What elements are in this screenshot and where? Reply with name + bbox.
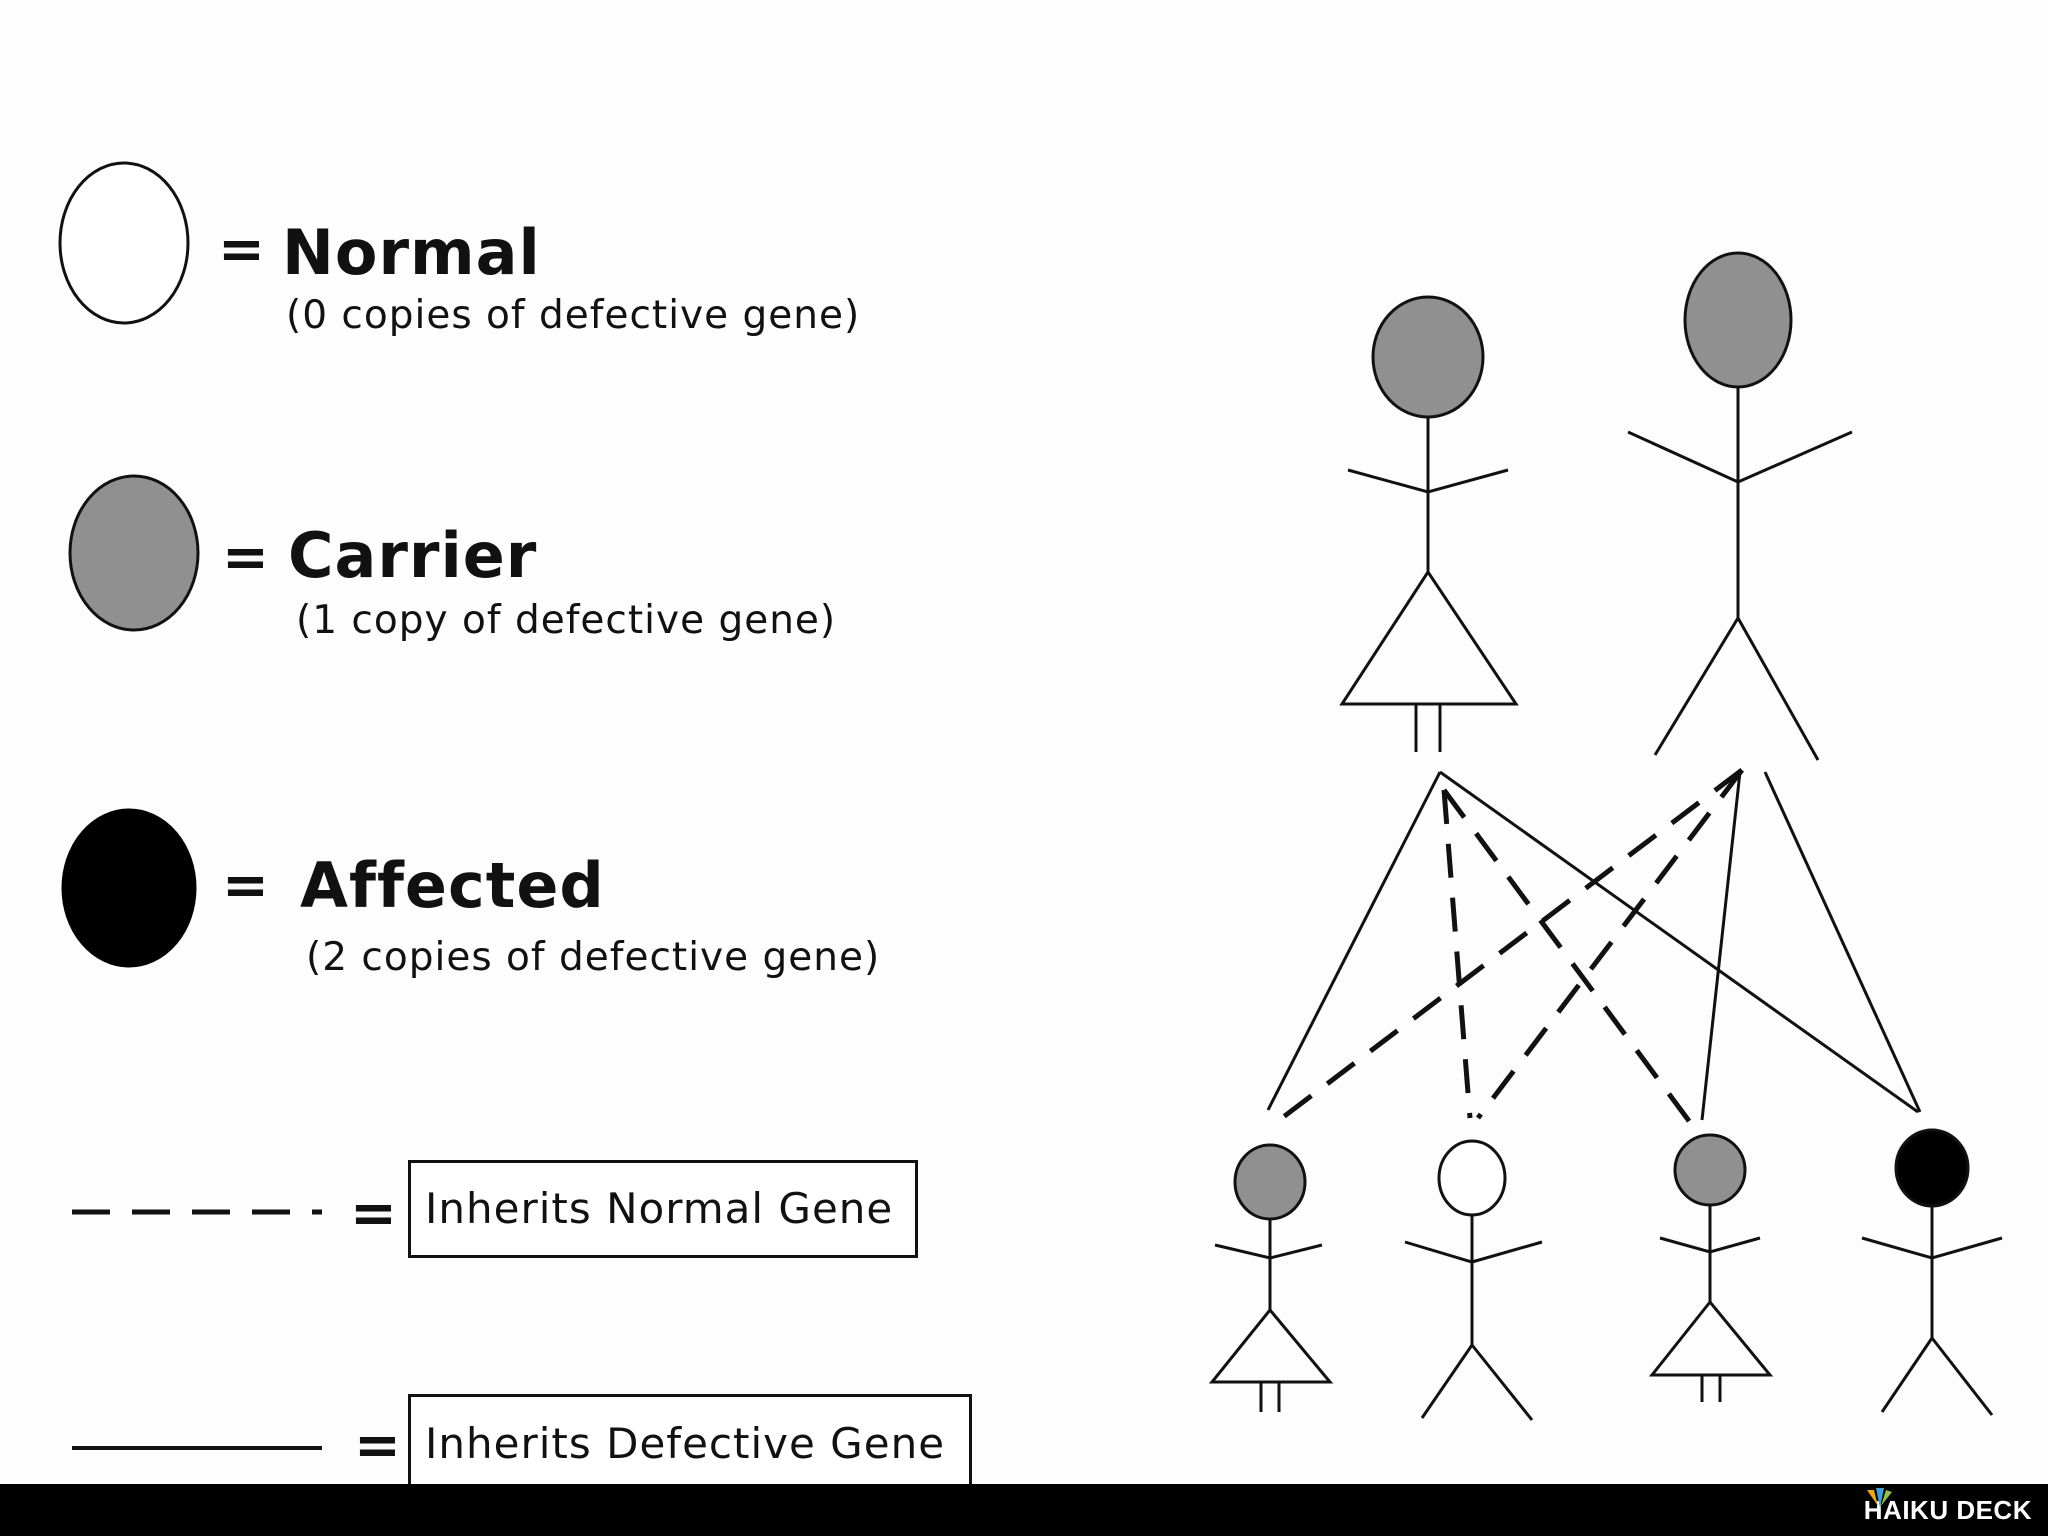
normal-label: Normal [282, 222, 541, 284]
equals-sign-defective-gene: = [354, 1418, 401, 1474]
equals-sign-normal-gene: = [350, 1186, 397, 1242]
affected-label: Affected [300, 855, 605, 917]
equals-sign-normal: = [218, 222, 265, 278]
mother-figure [1342, 297, 1516, 752]
normal-symbol [60, 163, 188, 323]
affected-symbol [63, 810, 195, 966]
father-figure [1628, 253, 1852, 760]
affected-description: (2 copies of defective gene) [306, 938, 880, 977]
haiku-deck-logo-icon [1864, 1484, 1894, 1514]
defective-gene-lines [1268, 772, 1920, 1120]
equals-sign-carrier: = [222, 530, 269, 586]
child-carrier-female-1 [1212, 1145, 1330, 1412]
child-carrier-female-2 [1652, 1135, 1770, 1402]
carrier-symbol [70, 476, 198, 630]
equals-sign-affected: = [222, 858, 269, 914]
child-affected-male [1862, 1130, 2002, 1415]
carrier-description: (1 copy of defective gene) [296, 601, 836, 640]
inherits-normal-gene-box: Inherits Normal Gene [408, 1160, 918, 1258]
child-normal-male [1405, 1141, 1542, 1420]
inherits-defective-gene-box: Inherits Defective Gene [408, 1394, 972, 1494]
slide: = Normal (0 copies of defective gene) = … [0, 0, 2048, 1484]
brand[interactable]: HAIKU DECK [1864, 1484, 2032, 1536]
footer-bar: HAIKU DECK [0, 1484, 2048, 1536]
carrier-label: Carrier [288, 525, 537, 587]
normal-description: (0 copies of defective gene) [286, 296, 860, 335]
